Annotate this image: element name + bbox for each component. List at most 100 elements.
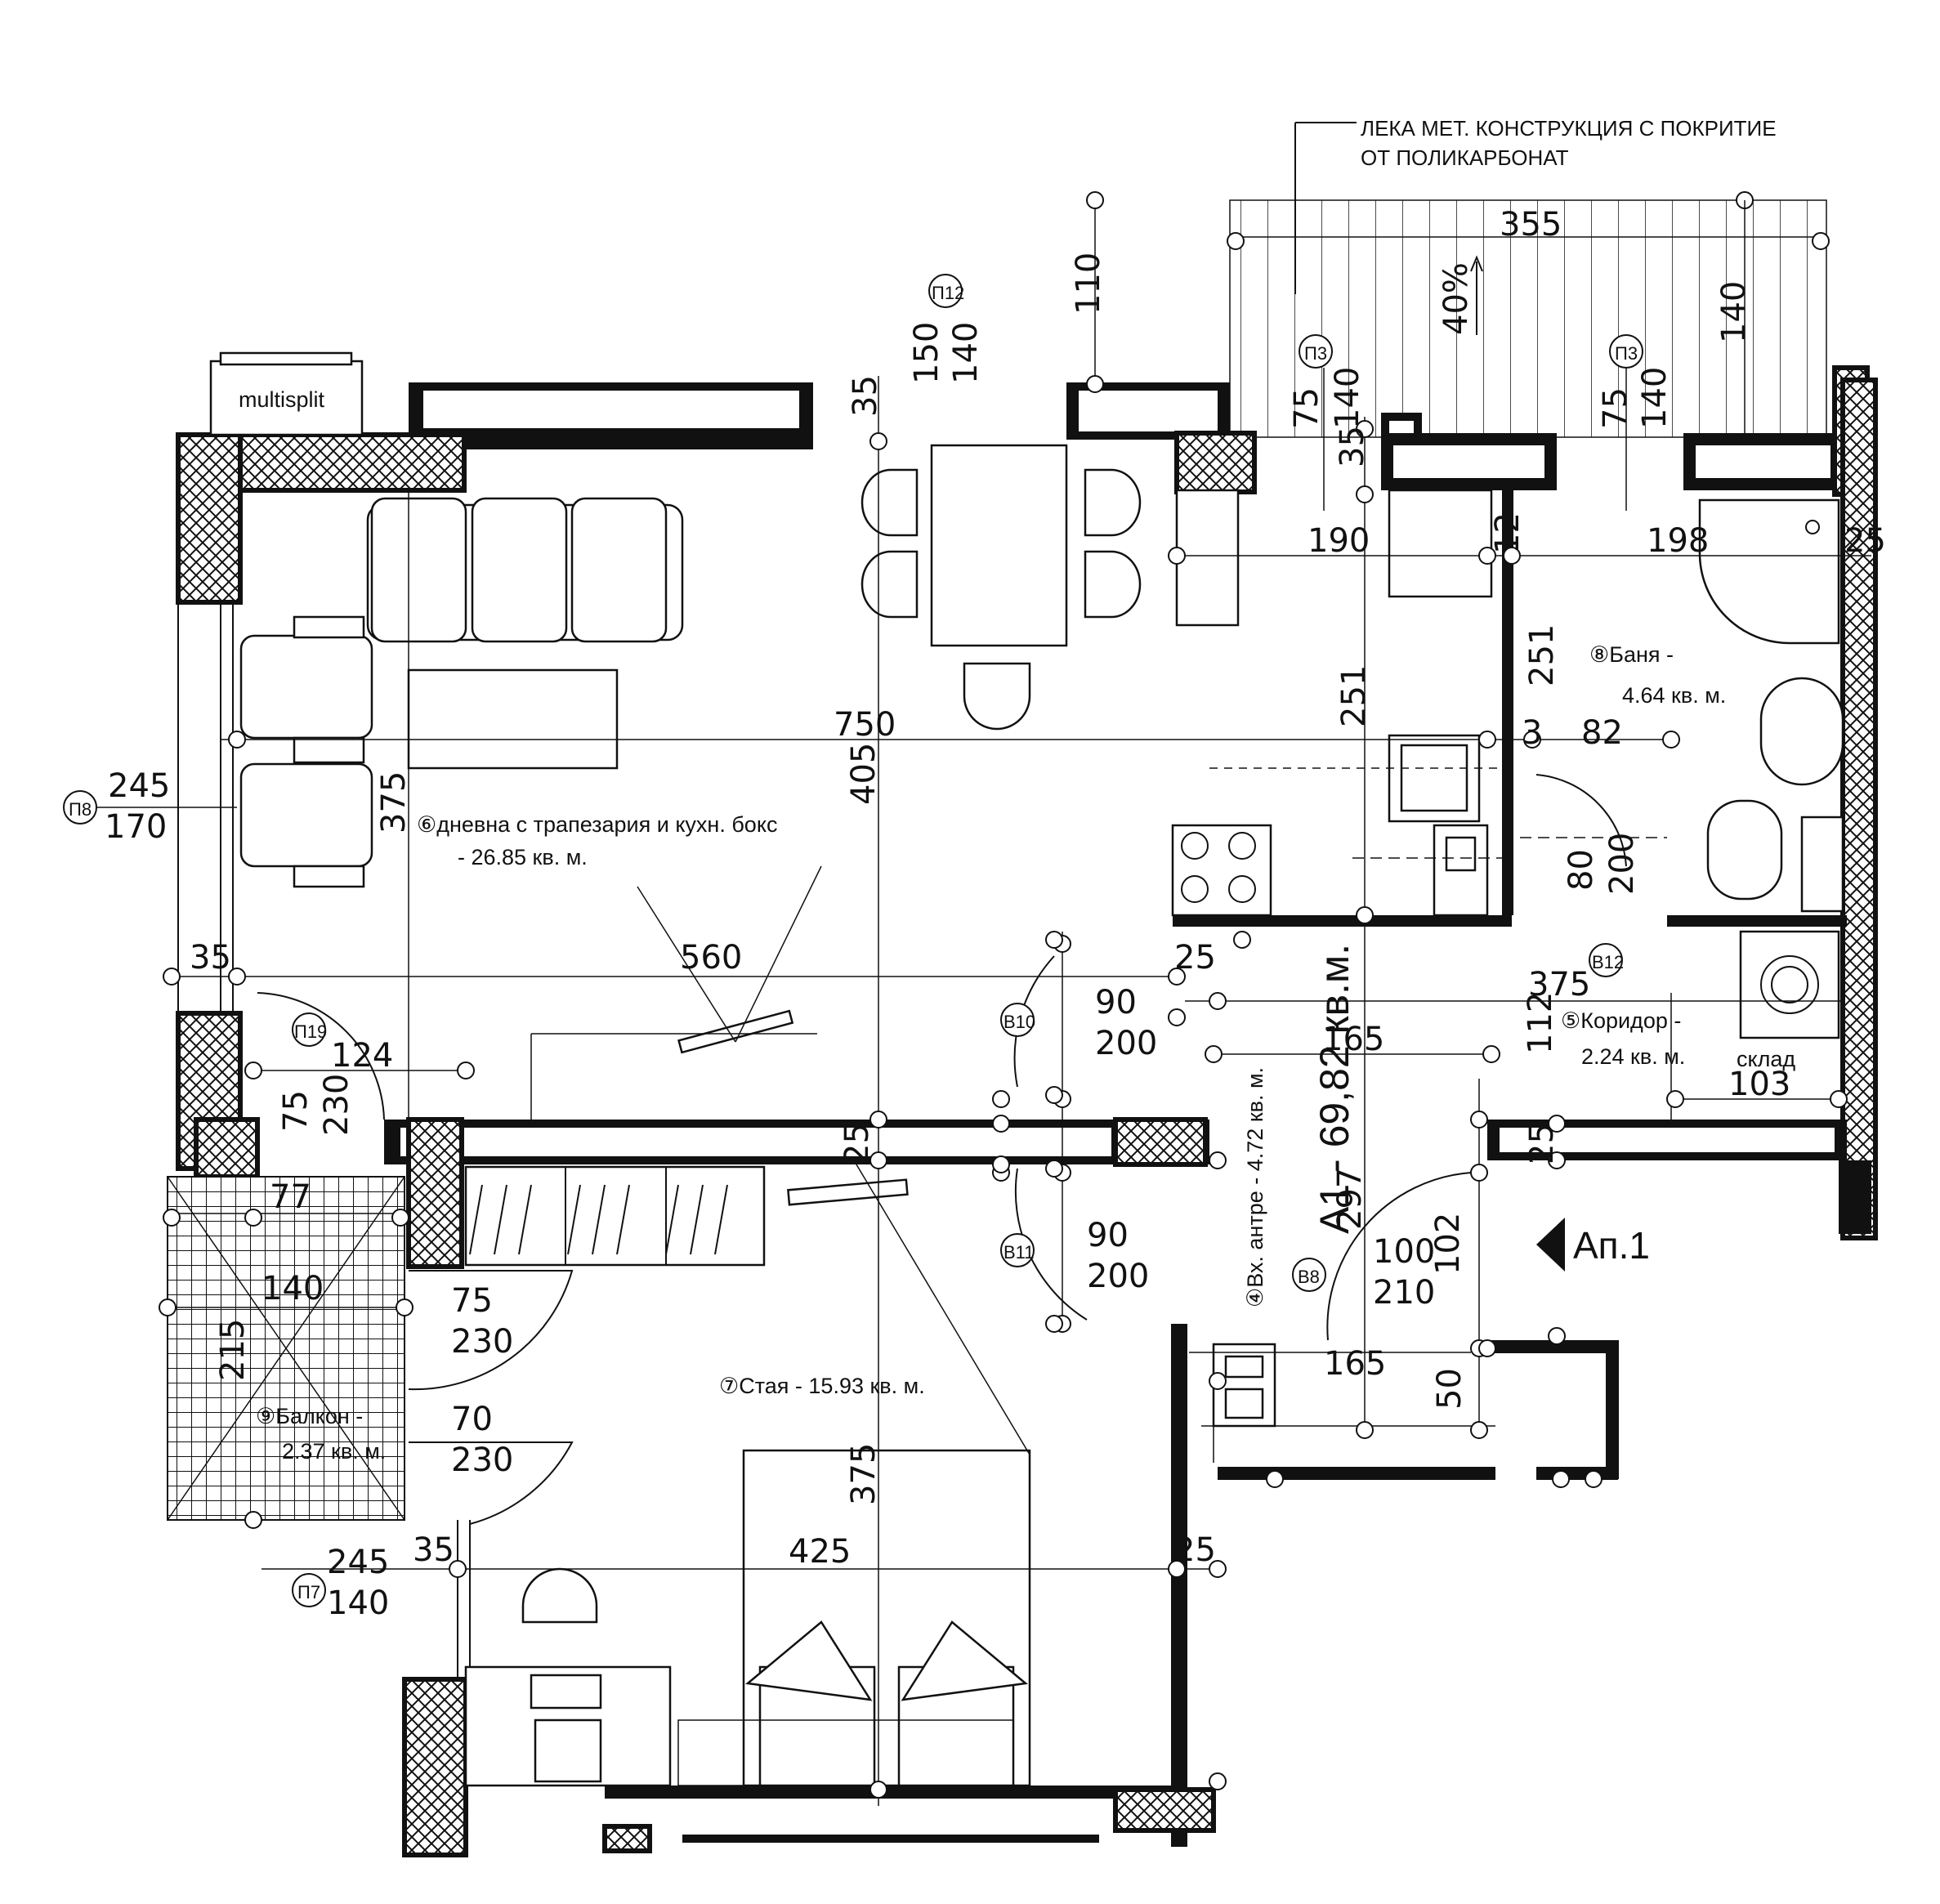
dim-82: 82 [1581, 714, 1623, 752]
dimension-markers [159, 191, 1848, 1799]
dim-170: 170 [105, 808, 167, 846]
wardrobe [464, 1165, 909, 1267]
bed [742, 1449, 1031, 1787]
dim-100: 100 [1373, 1233, 1435, 1271]
canopy [1227, 122, 1830, 438]
window-lines [177, 605, 471, 1679]
canopy-note-line1: ЛЕКА МЕТ. КОНСТРУКЦИЯ С ПОКРИТИЕ [1361, 116, 1777, 141]
entry-arrow [1536, 1218, 1565, 1272]
dim-200-a: 200 [1603, 833, 1641, 895]
dim-405: 405 [845, 743, 883, 805]
room-8-area: 4.64 кв. м. [1622, 683, 1726, 708]
dim-375-b: 375 [1528, 966, 1590, 1003]
dim-140-p3b: 140 [1636, 367, 1674, 429]
dim-230-c: 230 [451, 1441, 513, 1479]
sofa [366, 497, 684, 770]
tv-unit [677, 1009, 794, 1054]
dim-90-b: 90 [1087, 1217, 1129, 1254]
dim-375-c: 375 [845, 1443, 883, 1505]
dim-90-a: 90 [1095, 984, 1137, 1021]
dim-251-a: 251 [1335, 665, 1373, 727]
dim-150: 150 [908, 322, 945, 384]
dim-245-a: 245 [108, 767, 170, 805]
dim-140-p3a: 140 [1329, 367, 1366, 429]
kitchen [1171, 489, 1493, 917]
dimension-lines [168, 196, 1871, 1806]
dim-75-d: 75 [451, 1282, 493, 1320]
dim-75-p3b: 75 [1597, 387, 1634, 429]
dim-75-c: 75 [277, 1090, 315, 1132]
tag-p7: П7 [297, 1582, 320, 1602]
dim-140-canopy: 140 [1715, 281, 1753, 343]
tag-p12: П12 [932, 283, 964, 303]
dim-297: 297 [1331, 1168, 1369, 1230]
dim-210: 210 [1373, 1274, 1435, 1312]
tag-p8: П8 [69, 799, 92, 820]
dim-35-b: 35 [1334, 426, 1371, 467]
dim-25-c: 25 [838, 1123, 876, 1164]
dim-35-d: 35 [413, 1531, 454, 1569]
dim-215: 215 [214, 1319, 252, 1381]
dim-110: 110 [1070, 253, 1107, 315]
dim-245-b: 245 [327, 1544, 389, 1581]
room-5-area: 2.24 кв. м. [1581, 1044, 1685, 1069]
tag-b10: В10 [1004, 1012, 1035, 1032]
armchairs [239, 615, 373, 888]
room-4-label: ④Вх. антре - 4.72 кв. м. [1243, 1067, 1267, 1307]
multisplit-unit: multisplit [209, 351, 364, 436]
dim-103: 103 [1728, 1066, 1790, 1103]
dim-140-p12: 140 [947, 322, 985, 384]
walls [176, 365, 1878, 1857]
dim-140-p7: 140 [327, 1584, 389, 1622]
dim-102: 102 [1429, 1213, 1467, 1275]
dim-75-p3a: 75 [1288, 387, 1325, 429]
tag-p19: П19 [294, 1021, 327, 1042]
dim-25-e: 25 [1174, 1531, 1216, 1569]
dining-table [860, 444, 1240, 731]
dim-165-a: 165 [1322, 1021, 1384, 1058]
unit-label: A1 - 69,82 кв.м. [1312, 944, 1357, 1234]
dim-200-b: 200 [1095, 1025, 1157, 1062]
dim-190: 190 [1307, 522, 1370, 560]
dim-25-a: 25 [1844, 522, 1886, 560]
room-9-area: 2.37 кв. м. [282, 1439, 386, 1464]
dim-165-b: 165 [1324, 1345, 1386, 1383]
dim-375-a: 375 [375, 771, 413, 834]
tag-b8: В8 [1298, 1267, 1320, 1287]
room-6-label: ⑥дневна с трапезария и кухн. бокс [417, 812, 777, 837]
dim-35-a: 35 [847, 375, 884, 417]
desk [464, 1567, 1014, 1787]
dim-3: 3 [1522, 714, 1542, 752]
dim-750: 750 [834, 706, 896, 744]
room-5-label: ⑤Коридор - [1561, 1008, 1681, 1033]
tag-p3a: П3 [1304, 343, 1327, 364]
room-6-area: - 26.85 кв. м. [458, 845, 588, 869]
sklad-label: склад [1737, 1047, 1795, 1071]
dim-70: 70 [451, 1401, 493, 1438]
dim-112: 112 [1522, 992, 1559, 1054]
dim-77: 77 [270, 1178, 311, 1216]
room-9-label: ⑨Балкон - [256, 1404, 363, 1428]
dim-425: 425 [789, 1533, 851, 1571]
dim-80: 80 [1562, 849, 1600, 891]
room-7-label: ⑦Стая - 15.93 кв. м. [719, 1374, 925, 1398]
bathroom-fixtures [1698, 498, 1844, 1039]
room-8-label: ⑧Баня - [1589, 642, 1674, 667]
tag-b12: В12 [1592, 952, 1624, 972]
dim-198: 198 [1647, 522, 1709, 560]
dim-251-b: 251 [1523, 624, 1561, 686]
dim-25-b: 25 [1174, 939, 1216, 977]
dim-355: 355 [1500, 206, 1562, 244]
dim-124: 124 [331, 1037, 393, 1075]
canopy-note-line2: ОТ ПОЛИКАРБОНАТ [1361, 145, 1569, 170]
dim-35-c: 35 [190, 939, 231, 977]
dim-50: 50 [1431, 1368, 1468, 1410]
dim-230-a: 230 [318, 1074, 355, 1136]
dim-200-c: 200 [1087, 1258, 1149, 1295]
apartment-tag: Ап.1 [1573, 1224, 1650, 1267]
slope-label: 40% [1437, 262, 1475, 335]
dim-12: 12 [1489, 512, 1527, 554]
dimension-texts: 355 140 110 150 140 75 140 75 140 35 35 … [105, 206, 1886, 1622]
multisplit-label: multisplit [239, 387, 325, 412]
